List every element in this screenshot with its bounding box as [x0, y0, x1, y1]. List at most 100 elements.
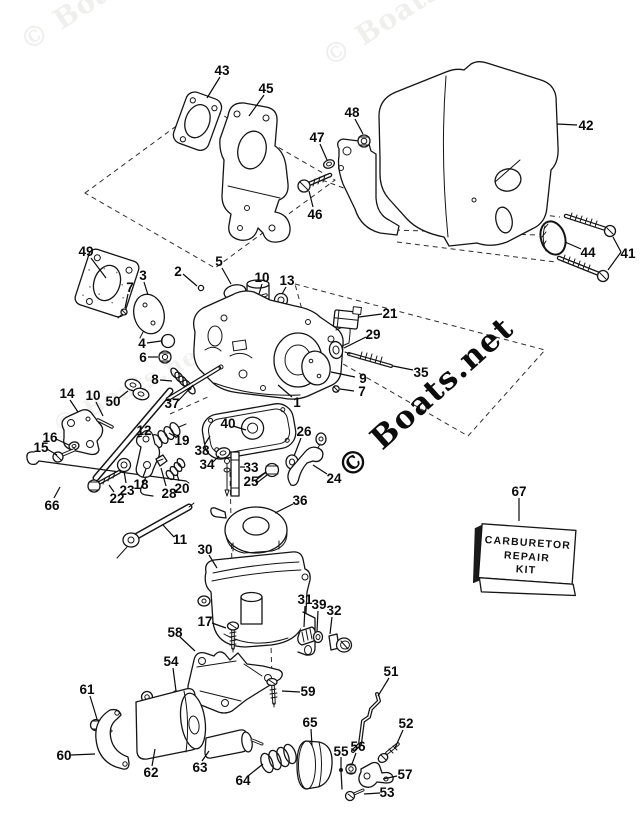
- part-shape-38-gasket: [201, 403, 297, 460]
- part-label-62-57: 62: [143, 765, 158, 780]
- leader-line-5: [221, 267, 232, 285]
- part-label-16-29: 16: [42, 430, 58, 445]
- part-label-45-1: 45: [258, 81, 274, 96]
- leader-line-1: [277, 384, 293, 398]
- leader-line-38: [204, 435, 211, 445]
- leader-line-28: [160, 467, 167, 487]
- leader-line-40: [232, 425, 247, 431]
- part-label-2-11: 2: [174, 264, 182, 279]
- part-label-32-51: 32: [326, 603, 341, 618]
- leader-line-10: [95, 401, 104, 417]
- leader-line-41: [607, 251, 622, 271]
- part-shape-4-ball: [160, 333, 176, 349]
- part-shape-46-screw: [297, 172, 333, 193]
- leader-line-30: [208, 554, 218, 569]
- part-label-14-23: 14: [59, 386, 75, 401]
- part-label-40-32: 40: [220, 416, 235, 431]
- part-label-29-16: 29: [365, 327, 380, 342]
- part-shape-40-diaphragm-center: [240, 416, 265, 440]
- part-label-30-47: 30: [197, 542, 212, 557]
- kit-box-line-3: KIT: [515, 563, 536, 576]
- part-label-11-45: 11: [173, 532, 188, 547]
- leader-line-45: [248, 94, 265, 117]
- leader-line-60: [70, 753, 96, 756]
- part-label-28-42: 28: [161, 486, 177, 501]
- leader-line-12: [137, 435, 143, 438]
- part-shape-7-screw-b: [332, 385, 340, 393]
- leader-line-15: [46, 448, 58, 456]
- part-label-48-2: 48: [344, 105, 360, 120]
- part-label-57-65: 57: [397, 767, 412, 782]
- leader-line-52: [394, 729, 404, 749]
- part-shape-3-cover-plate: [133, 293, 165, 339]
- part-shape-39-washer: [312, 630, 324, 644]
- part-label-4-20: 4: [138, 336, 146, 351]
- part-shape-42-silencer-cover: [378, 61, 559, 247]
- part-label-17-48: 17: [197, 614, 212, 629]
- leader-line-13: [281, 286, 287, 295]
- part-label-10-13: 10: [254, 270, 269, 285]
- part-shape-25-screw: [255, 462, 280, 483]
- part-shape-19-spring: [151, 421, 187, 449]
- part-shape-22-screw: [87, 470, 121, 493]
- part-shape-62-solenoid: [135, 687, 207, 760]
- part-label-43-0: 43: [214, 63, 230, 78]
- leader-line-9: [330, 371, 356, 378]
- leader-line-65: [310, 728, 313, 747]
- part-label-15-28: 15: [33, 440, 49, 455]
- leader-line-46: [308, 190, 314, 208]
- leader-line-63: [201, 750, 210, 762]
- part-label-9-18: 9: [359, 371, 367, 386]
- leader-line-58: [179, 636, 196, 652]
- part-label-5-12: 5: [215, 254, 223, 269]
- part-shape-51-link-rod: [351, 692, 381, 753]
- kit-box-line-2: REPAIR: [504, 549, 551, 564]
- part-shape-7-screw-a: [117, 308, 128, 319]
- leader-line-7: [339, 388, 355, 392]
- part-label-64-59: 64: [235, 773, 251, 788]
- leader-line-57: [382, 775, 398, 780]
- leader-line-22: [108, 484, 115, 493]
- part-shape-11-rod: [116, 502, 195, 559]
- part-label-20-43: 20: [174, 481, 189, 496]
- part-shape-cover-bracket: [337, 138, 400, 236]
- kit-box-lip: [478, 577, 577, 597]
- leader-line-2: [182, 273, 198, 287]
- part-label-53-66: 53: [379, 785, 395, 800]
- part-label-58-52: 58: [167, 625, 183, 640]
- part-label-25-37: 25: [243, 474, 259, 489]
- leader-line-10: [258, 283, 263, 295]
- part-label-63-58: 63: [192, 760, 208, 775]
- leader-line-59: [281, 690, 301, 693]
- leader-line-36: [274, 503, 294, 514]
- part-label-65-60: 65: [302, 715, 318, 730]
- leader-line-11: [162, 524, 175, 538]
- leader-line-43: [206, 76, 221, 99]
- leader-line-54: [172, 667, 177, 692]
- part-label-67-67: 67: [511, 484, 526, 499]
- part-label-24-38: 24: [326, 471, 342, 486]
- leader-line-47: [319, 143, 328, 161]
- leader-line-50: [118, 390, 129, 399]
- leader-line-34: [212, 455, 220, 463]
- part-label-34-35: 34: [199, 457, 215, 472]
- part-label-10-24: 10: [85, 388, 100, 403]
- part-label-56-64: 56: [350, 739, 366, 754]
- leader-line-7: [124, 293, 129, 309]
- part-shape-49-gasket: [74, 248, 140, 318]
- part-shape-44-cap: [539, 220, 567, 256]
- part-label-33-36: 33: [243, 460, 259, 475]
- part-label-26-33: 26: [296, 424, 312, 439]
- leader-line-56: [351, 752, 357, 765]
- part-label-52-62: 52: [398, 716, 413, 731]
- part-shape-24-lever-arm: [287, 432, 327, 486]
- leader-line-26: [293, 437, 302, 457]
- part-shape-29-ring: [328, 340, 344, 360]
- leader-line-42: [556, 123, 578, 126]
- leader-line-66: [53, 486, 61, 499]
- part-shape-65-cap: [296, 740, 333, 790]
- part-shape-18-lever: [135, 429, 161, 497]
- part-label-6-21: 6: [139, 350, 147, 365]
